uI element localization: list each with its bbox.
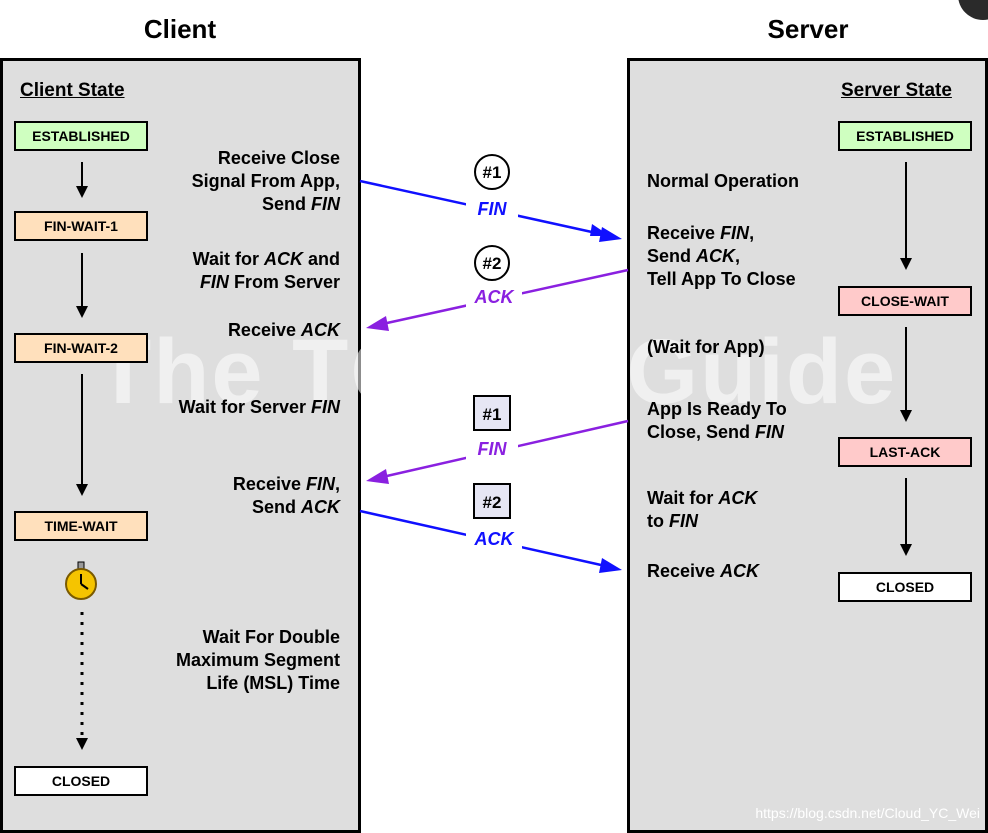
- message-4-badge: #2: [473, 483, 511, 519]
- message-1-label: FIN: [478, 199, 508, 219]
- client-state-fin-wait-2: FIN-WAIT-2: [14, 333, 148, 363]
- client-panel: [0, 58, 361, 833]
- message-3-badge-text: #1: [483, 405, 502, 424]
- server-transition-arrows: [900, 162, 912, 556]
- server-note-normal-operation: Normal Operation: [647, 171, 800, 191]
- client-note-wait-ack-fin: Wait for ACK and FIN From Server: [192, 249, 340, 292]
- client-note-receive-ack: Receive ACK: [227, 320, 340, 340]
- server-state-close-wait: CLOSE-WAIT: [838, 286, 972, 316]
- server-note-wait-for-app: (Wait for App): [647, 337, 765, 357]
- message-1-badge-text: #1: [483, 163, 502, 182]
- server-note-app-ready: App Is Ready To Close, Send FIN: [647, 399, 787, 442]
- client-transition-arrows: [76, 162, 88, 750]
- message-3-badge: #1: [473, 395, 511, 431]
- client-note-receive-fin-send-ack: Receive FIN, Send ACK: [232, 474, 340, 517]
- server-note-receive-fin: Receive FIN, Send ACK, Tell App To Close: [647, 223, 796, 289]
- client-note-wait-server-fin: Wait for Server FIN: [178, 397, 340, 417]
- stopwatch-icon: [65, 561, 97, 600]
- server-state-last-ack: LAST-ACK: [838, 437, 972, 467]
- source-credit: https://blog.csdn.net/Cloud_YC_Wei: [755, 805, 980, 821]
- message-4-badge-text: #2: [483, 493, 502, 512]
- client-note-wait-double-msl: Wait For Double Maximum Segment Life (MS…: [175, 627, 340, 693]
- client-state-closed: CLOSED: [14, 766, 148, 796]
- client-state-fin-wait-1: FIN-WAIT-1: [14, 211, 148, 241]
- message-3-label: FIN: [478, 439, 508, 459]
- client-note-receive-close: Receive Close Signal From App, Send FIN: [191, 148, 340, 214]
- server-title: Server: [767, 14, 849, 44]
- message-2-badge: #2: [474, 245, 510, 281]
- client-state-established: ESTABLISHED: [14, 121, 148, 151]
- client-state-title: Client State: [20, 80, 125, 101]
- client-state-time-wait: TIME-WAIT: [14, 511, 148, 541]
- server-state-title: Server State: [841, 80, 952, 101]
- server-note-wait-for-ack: Wait for ACK to FIN: [647, 488, 758, 531]
- message-2-badge-text: #2: [483, 254, 502, 273]
- server-note-receive-ack: Receive ACK: [647, 561, 760, 581]
- message-1-badge: #1: [474, 154, 510, 190]
- server-state-closed: CLOSED: [838, 572, 972, 602]
- message-4-label: ACK: [474, 529, 516, 549]
- server-state-established: ESTABLISHED: [838, 121, 972, 151]
- client-title: Client: [143, 14, 217, 44]
- message-2-label: ACK: [474, 287, 516, 307]
